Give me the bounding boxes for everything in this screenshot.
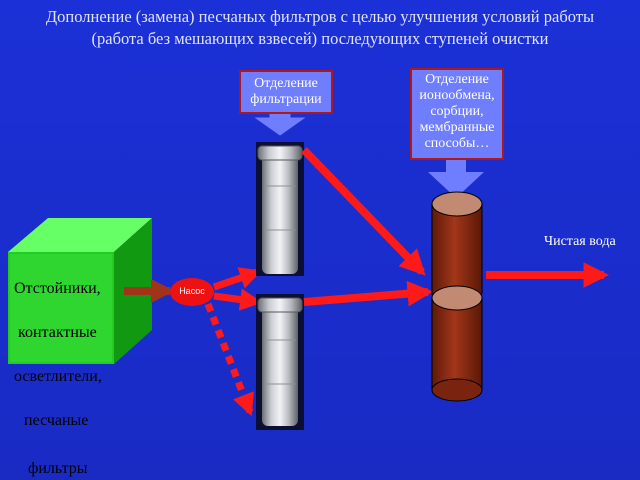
title-line-1: Дополнение (замена) песчаных фильтров с … [45, 7, 595, 26]
ion-callout-line-5: способы… [424, 136, 490, 151]
settlers-line-1: Отстойники, [14, 280, 101, 297]
pump-ellipse [170, 278, 214, 306]
lower-filter-to-column-arrow [303, 280, 434, 307]
settlers-line-3: осветлители, [14, 368, 102, 385]
title-line-2: (работа без мешающих взвесей) последующи… [91, 29, 549, 48]
ion-callout-line-2: ионообмена, [419, 88, 495, 103]
ion-callout-line-3: сорбции, [430, 104, 484, 119]
settlers-line-5: фильтры [28, 460, 88, 477]
settlers-label: Отстойники, контактные осветлители, песч… [14, 256, 118, 480]
filtration-callout-line-1: Отделение [254, 76, 318, 91]
slide-title: Дополнение (замена) песчаных фильтров с … [0, 6, 640, 50]
ion-callout-line-1: Отделение [425, 72, 489, 87]
ion-exchange-column [431, 191, 483, 402]
settlers-line-2: контактные [18, 324, 97, 341]
filtration-callout-arrow [254, 111, 306, 136]
lower-filter-cartridge [256, 294, 304, 430]
drain-dotted-arrow [204, 302, 254, 417]
upper-filter-cartridge [256, 142, 304, 276]
clean-water-label: Чистая вода [544, 234, 616, 249]
ion-exchange-callout: Отделение ионообмена, сорбции, мембранны… [410, 68, 504, 160]
filtration-callout: Отделение фильтрации [239, 70, 333, 114]
settlers-line-4: песчаные [24, 412, 89, 429]
filtration-callout-line-2: фильтрации [250, 92, 322, 107]
pump-label: Насос [179, 286, 205, 296]
ion-callout-arrow [428, 160, 484, 198]
upper-filter-to-column-arrow [301, 147, 426, 276]
pump-to-lower-filter-arrow [213, 288, 263, 311]
pump-to-upper-filter-arrow [212, 267, 263, 291]
ion-callout-line-4: мембранные [419, 120, 495, 135]
